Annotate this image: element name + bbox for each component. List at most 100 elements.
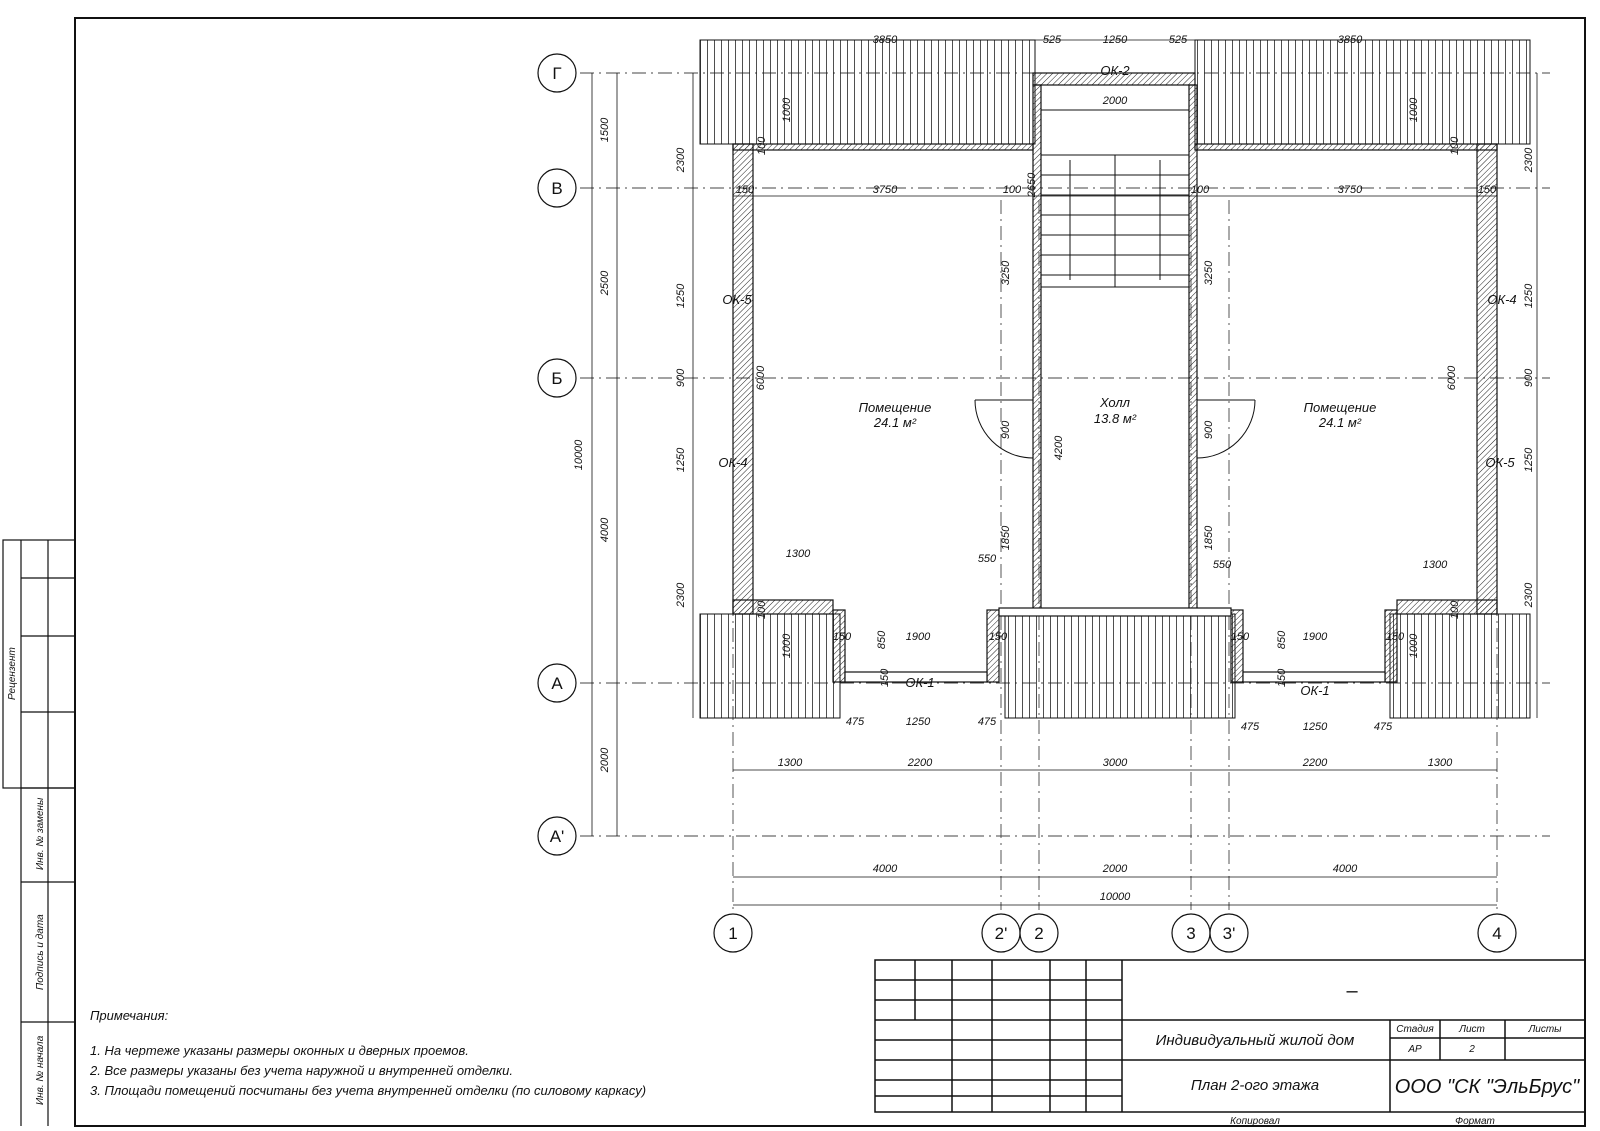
dim-ri-4: 1250 xyxy=(1523,447,1535,472)
axis-label-1: 1 xyxy=(728,924,737,943)
title-copied: Копировал xyxy=(1230,1116,1280,1127)
dim-wall-3250-r: 3250 xyxy=(1203,260,1215,285)
dim-room-depth-l: 6000 xyxy=(755,365,767,390)
dim-ri-3: 900 xyxy=(1523,368,1535,387)
dim-window-w-r: 1900 xyxy=(1303,631,1328,643)
dim-offset-l: 550 xyxy=(978,553,997,565)
room-hall-area: 13.8 м² xyxy=(1094,411,1137,426)
title-format: Формат xyxy=(1455,1116,1495,1127)
dim-bottom-4: 2200 xyxy=(1302,757,1328,769)
dim-ri-2: 1250 xyxy=(1523,283,1535,308)
axis-label-v: В xyxy=(551,179,562,198)
dim-li-3: 900 xyxy=(675,368,687,387)
dim-top-3: 1250 xyxy=(1103,34,1128,46)
window-ok1-left: ОК-1 xyxy=(905,675,934,690)
dim-stair-width: 2000 xyxy=(1102,95,1128,107)
axis-label-a-prime: А' xyxy=(550,827,565,846)
dim-window-h-l: 850 xyxy=(876,630,888,649)
dim-top-2: 525 xyxy=(1043,34,1062,46)
title-sheets-label: Листы xyxy=(1527,1024,1562,1035)
window-ok1-right: ОК-1 xyxy=(1300,683,1329,698)
dim-win-b1: 1250 xyxy=(906,716,931,728)
dim-wall-100-l: 100 xyxy=(1003,184,1022,196)
dim-bal-depth-r: 1000 xyxy=(1408,633,1420,658)
window-ok2: ОК-2 xyxy=(1100,63,1130,78)
dim-left-2000: 2000 xyxy=(599,747,611,773)
dim-stair-depth: 2650 xyxy=(1026,172,1038,198)
walls xyxy=(732,72,1498,683)
dim-room-depth-r: 6000 xyxy=(1446,365,1458,390)
title-stage-label: Стадия xyxy=(1396,1024,1434,1035)
window-ok4-right: ОК-4 xyxy=(1487,292,1516,307)
dim-wall-3250-l: 3250 xyxy=(1000,260,1012,285)
dim-win-b2: 1250 xyxy=(1303,721,1328,733)
dim-bal-depth-l: 1000 xyxy=(781,633,793,658)
dim-li-5: 2300 xyxy=(675,582,687,608)
axis-label-4: 4 xyxy=(1492,924,1501,943)
dim-bal-100-l: 100 xyxy=(756,600,768,619)
room-left-area: 24.1 м² xyxy=(873,415,917,430)
roof-bottom xyxy=(699,613,1531,719)
dim-win-a4: 475 xyxy=(1374,721,1393,733)
dim-li-4: 1250 xyxy=(675,447,687,472)
room-left-name: Помещение xyxy=(859,400,932,415)
notes-heading: Примечания: xyxy=(90,1008,169,1023)
grid-lines xyxy=(580,72,1550,910)
dim-150-c: 150 xyxy=(1231,631,1250,643)
side-stamp xyxy=(2,539,76,1126)
title-project: Индивидуальный жилой дом xyxy=(1156,1032,1355,1049)
dim-win-a3: 475 xyxy=(1241,721,1260,733)
dim-left-1500: 1500 xyxy=(599,117,611,142)
dim-win-a2: 475 xyxy=(978,716,997,728)
dim-bottom-5: 1300 xyxy=(1428,757,1453,769)
title-code: – xyxy=(1346,980,1358,1002)
dim-left-4000: 4000 xyxy=(599,517,611,542)
dim-150-e: 150 xyxy=(879,668,891,687)
title-block xyxy=(874,959,1586,1113)
side-stamp-sign-date: Подпись и дата xyxy=(35,914,46,990)
dim-hall-len: 4200 xyxy=(1053,435,1065,460)
dim-bottom-3: 3000 xyxy=(1103,757,1128,769)
dim-bottom-2: 2200 xyxy=(907,757,933,769)
room-right-area: 24.1 м² xyxy=(1318,415,1362,430)
dim-door-l: 900 xyxy=(1000,420,1012,439)
dim-roof-100-l: 100 xyxy=(756,136,768,155)
axis-label-3-prime: 3' xyxy=(1223,924,1236,943)
doors xyxy=(974,399,1256,459)
dim-wall-100-r: 100 xyxy=(1191,184,1210,196)
window-ok5-left: ОК-5 xyxy=(722,292,752,307)
title-sheet-value: 2 xyxy=(1468,1044,1475,1055)
row-axis-markers xyxy=(537,53,577,856)
dim-bottom-total: 10000 xyxy=(1100,891,1131,903)
window-ok4-left: ОК-4 xyxy=(718,455,747,470)
note-2: 2. Все размеры указаны без учета наружно… xyxy=(89,1063,513,1078)
dim-top-5: 3850 xyxy=(1338,34,1363,46)
dim-window-h-r: 850 xyxy=(1276,630,1288,649)
roof-top xyxy=(699,39,1531,145)
dimension-lines xyxy=(591,39,1538,906)
dim-offset-r: 550 xyxy=(1213,559,1232,571)
dim-ri-5: 2300 xyxy=(1523,582,1535,608)
title-stage-value: АР xyxy=(1407,1044,1422,1055)
title-sheet-label: Лист xyxy=(1458,1024,1485,1035)
dim-wall-150-r: 150 xyxy=(1478,184,1497,196)
axis-label-b: Б xyxy=(551,369,562,388)
note-3: 3. Площади помещений посчитаны без учета… xyxy=(90,1083,646,1098)
dim-room-right-width: 3750 xyxy=(1338,184,1363,196)
dim-bottom2-2: 2000 xyxy=(1102,863,1128,875)
dim-wall-150-l: 150 xyxy=(736,184,755,196)
dim-room-left-width: 3750 xyxy=(873,184,898,196)
dim-150-d: 150 xyxy=(1386,631,1405,643)
axis-label-2: 2 xyxy=(1034,924,1043,943)
window-ok5-right: ОК-5 xyxy=(1485,455,1515,470)
room-right-name: Помещение xyxy=(1304,400,1377,415)
title-sheet-title: План 2-ого этажа xyxy=(1191,1077,1319,1094)
axis-label-a: А xyxy=(551,674,563,693)
axis-label-2-prime: 2' xyxy=(995,924,1008,943)
dim-balcony-l: 1300 xyxy=(786,548,811,560)
dim-top-4: 525 xyxy=(1169,34,1188,46)
dim-left-2500: 2500 xyxy=(599,270,611,296)
dim-left-10000: 10000 xyxy=(573,439,585,470)
dim-roof-1000-r: 1000 xyxy=(1408,97,1420,122)
dim-ri-1: 2300 xyxy=(1523,147,1535,173)
